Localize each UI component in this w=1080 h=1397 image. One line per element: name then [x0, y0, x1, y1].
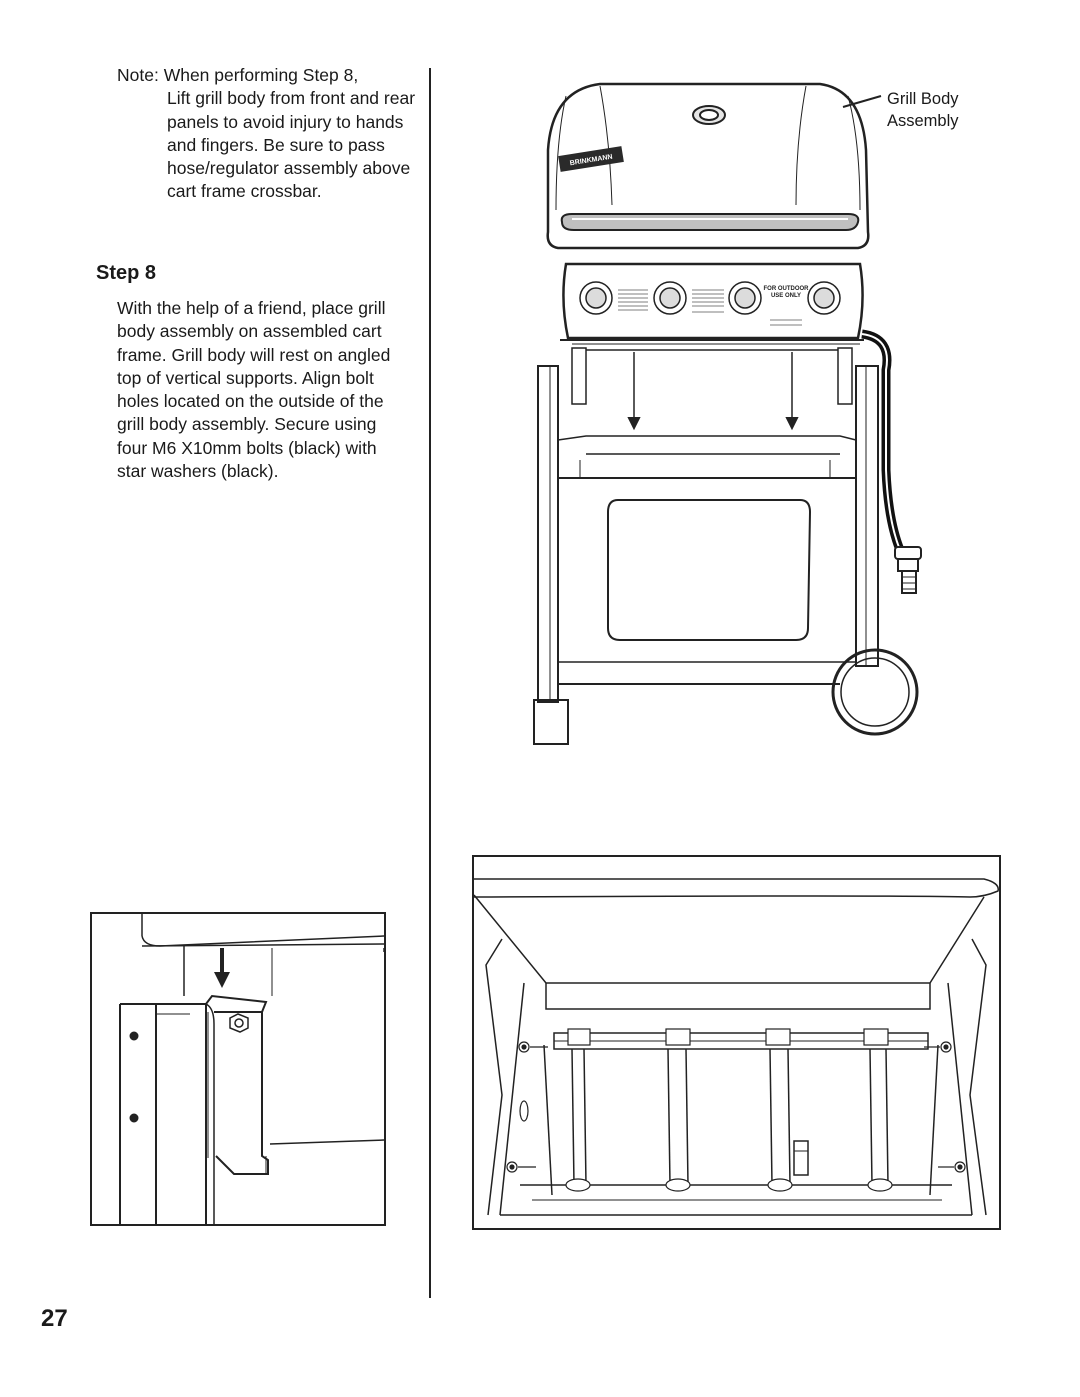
bolt-head-icon — [229, 1013, 249, 1033]
left-foot — [533, 699, 569, 745]
cart-left-post — [537, 365, 559, 703]
regulator-icon — [894, 546, 922, 594]
bolt-icons — [506, 1041, 966, 1173]
left-vertical-support — [571, 347, 587, 405]
callout-line-1: Grill Body — [887, 90, 959, 108]
grill-body-callout: Grill Body Assembly — [887, 88, 997, 132]
safety-note: Note: When performing Step 8, Lift grill… — [117, 64, 417, 204]
ignitor-icon — [793, 1140, 809, 1176]
bracket-detail-inset — [90, 912, 386, 1226]
control-panel — [562, 262, 864, 340]
cart-wheel — [831, 648, 919, 736]
control-knobs — [579, 281, 841, 315]
bolt-hole-1 — [129, 1031, 139, 1041]
callout-leader-line — [842, 95, 882, 108]
lid-handle — [560, 213, 860, 231]
burner-detail-inset — [472, 855, 1001, 1230]
note-body: Lift grill body from front and rear pane… — [167, 88, 416, 202]
step-heading: Step 8 — [96, 262, 157, 284]
column-divider — [429, 68, 431, 1298]
brand-plate — [558, 146, 624, 172]
bolt-hole-2 — [129, 1113, 139, 1123]
cart-right-post — [855, 365, 879, 667]
outdoor-label-line-1: FOR OUTDOOR — [764, 286, 810, 292]
outdoor-label-line-2: USE ONLY — [771, 293, 801, 299]
cabinet-door — [607, 499, 812, 641]
callout-line-2: Assembly — [887, 112, 959, 130]
note-lead: Note: When performing Step 8, — [117, 65, 359, 85]
right-vertical-support — [837, 347, 853, 405]
page-number: 27 — [41, 1305, 68, 1332]
grill-lid — [546, 82, 870, 250]
step-instructions: With the help of a friend, place grill b… — [117, 298, 391, 482]
